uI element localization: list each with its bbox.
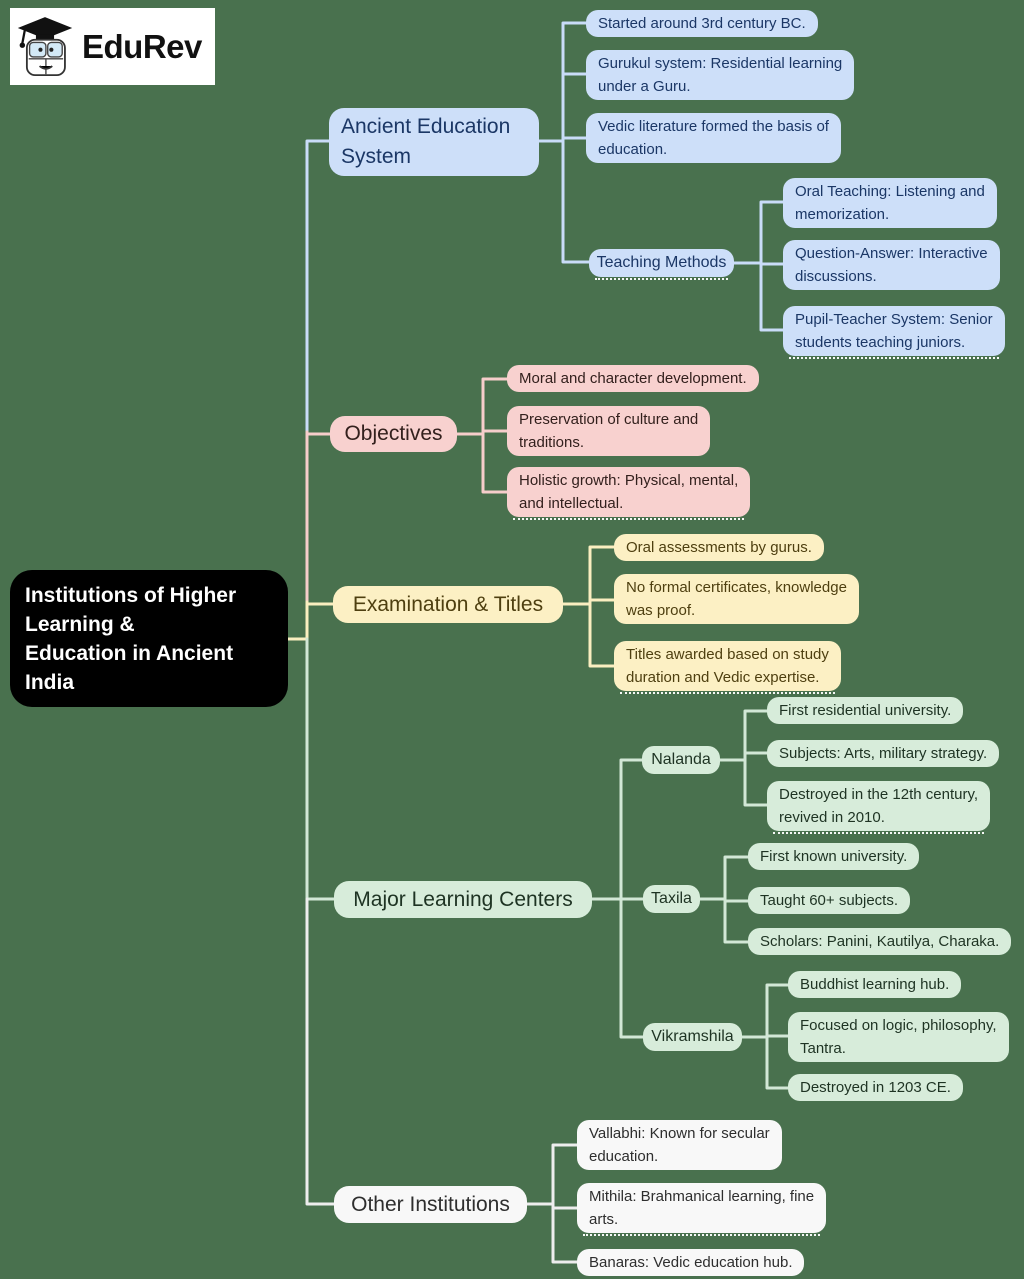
edurev-brand-text: EduRev: [82, 27, 202, 65]
mindmap-node-gurukul-system[interactable]: Gurukul system: Residential learning und…: [586, 50, 855, 100]
mindmap-node-preservation-culture[interactable]: Preservation of culture and traditions.: [507, 406, 711, 456]
mindmap-node-major-learning-centers[interactable]: Major Learning Centers: [334, 881, 592, 918]
mindmap-node-no-formal-certificates[interactable]: No formal certificates, knowledge was pr…: [614, 574, 859, 624]
mindmap-node-vallabhi[interactable]: Vallabhi: Known for secular education.: [577, 1120, 782, 1170]
mindmap-node-objectives[interactable]: Objectives: [330, 416, 457, 452]
connector-trunk-pink: [305, 430, 335, 604]
mindmap-node-ancient-education-system[interactable]: Ancient Education System: [329, 108, 539, 176]
connector-taxila-children: [698, 855, 750, 944]
mindmap-node-pupil-teacher-system[interactable]: Pupil-Teacher System: Senior students te…: [783, 306, 1005, 359]
mindmap-node-buddhist-learning-hub[interactable]: Buddhist learning hub.: [788, 971, 962, 998]
mindmap-node-other-institutions[interactable]: Other Institutions: [334, 1186, 527, 1223]
edurev-mascot-icon: [17, 16, 73, 76]
connector-teaching-children: [732, 200, 785, 332]
connector-trunk-green: [305, 637, 336, 901]
connector-trunk-yellow: [284, 600, 335, 641]
edurev-logo: EduRev: [10, 8, 215, 85]
mindmap-node-scholars-panini-kautilya[interactable]: Scholars: Panini, Kautilya, Charaka.: [748, 928, 1012, 955]
mindmap-node-focused-logic-philosophy[interactable]: Focused on logic, philosophy, Tantra.: [788, 1012, 1009, 1062]
mindmap-node-first-residential-university[interactable]: First residential university.: [767, 697, 964, 724]
mindmap-node-oral-teaching[interactable]: Oral Teaching: Listening and memorizatio…: [783, 178, 997, 228]
connector-exam-children: [561, 545, 616, 668]
connector-trunk-gray: [305, 897, 336, 1206]
mindmap-node-oral-assessments[interactable]: Oral assessments by gurus.: [614, 534, 824, 561]
connector-other-children: [525, 1143, 579, 1264]
connector-vikramshila-children: [740, 983, 790, 1090]
mindmap-node-question-answer[interactable]: Question-Answer: Interactive discussions…: [783, 240, 1000, 290]
mindmap-node-destroyed-12th-century[interactable]: Destroyed in the 12th century, revived i…: [767, 781, 990, 834]
mindmap-node-banaras[interactable]: Banaras: Vedic education hub.: [577, 1249, 805, 1276]
mindmap-node-destroyed-1203-ce[interactable]: Destroyed in 1203 CE.: [788, 1074, 963, 1101]
mindmap-node-titles-awarded[interactable]: Titles awarded based on study duration a…: [614, 641, 841, 694]
connector-major-children: [590, 758, 645, 1039]
mindmap-node-mithila[interactable]: Mithila: Brahmanical learning, fine arts…: [577, 1183, 827, 1236]
mindmap-root-node[interactable]: Institutions of Higher Learning & Educat…: [10, 570, 288, 707]
mindmap-node-holistic-growth[interactable]: Holistic growth: Physical, mental, and i…: [507, 467, 751, 520]
mindmap-node-taught-60-subjects[interactable]: Taught 60+ subjects.: [748, 887, 911, 914]
mindmap-node-vikramshila[interactable]: Vikramshila: [643, 1023, 742, 1051]
connector-objectives-children: [455, 377, 509, 494]
mindmap-node-teaching-methods[interactable]: Teaching Methods: [589, 249, 734, 280]
mindmap-node-moral-development[interactable]: Moral and character development.: [507, 365, 759, 392]
mindmap-node-examination-titles[interactable]: Examination & Titles: [333, 586, 563, 623]
connector-trunk-blue: [305, 139, 335, 434]
connector-nalanda-children: [718, 709, 769, 807]
mindmap-node-vedic-literature[interactable]: Vedic literature formed the basis of edu…: [586, 113, 841, 163]
connector-ancient-children: [537, 21, 591, 264]
mindmap-node-subjects-arts-military[interactable]: Subjects: Arts, military strategy.: [767, 740, 1000, 767]
mindmap-node-nalanda[interactable]: Nalanda: [642, 746, 720, 774]
mindmap-node-taxila[interactable]: Taxila: [643, 885, 700, 913]
mindmap-node-first-known-university[interactable]: First known university.: [748, 843, 920, 870]
mindmap-node-started-3rd-century[interactable]: Started around 3rd century BC.: [586, 10, 818, 37]
